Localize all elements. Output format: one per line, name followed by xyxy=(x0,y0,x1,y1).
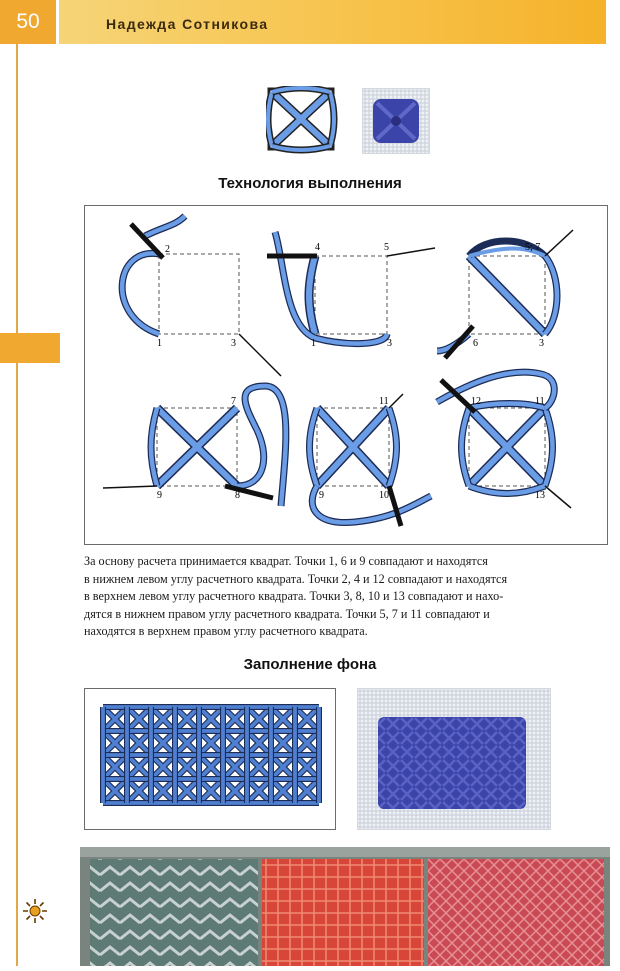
label-step4-7: 7 xyxy=(231,396,236,407)
fill-stitch xyxy=(245,777,273,805)
fill-stitch xyxy=(197,753,225,781)
stitch-diagram-sample xyxy=(266,86,338,154)
fill-stitch xyxy=(293,729,321,757)
fill-stitch xyxy=(173,729,201,757)
fill-stitch xyxy=(101,753,129,781)
fill-stitch xyxy=(125,777,153,805)
technique-description: За основу расчета принимается квадрат. Т… xyxy=(84,553,604,641)
fill-stitch xyxy=(221,777,249,805)
label-step3-57: 5; 7 xyxy=(525,242,540,253)
technique-title: Технология выполнения xyxy=(218,175,402,192)
fill-pattern-diagram xyxy=(100,704,322,806)
fill-stitch xyxy=(197,729,225,757)
fill-stitch xyxy=(293,777,321,805)
fill-stitch xyxy=(269,705,297,733)
label-step5-9: 9 xyxy=(319,490,324,501)
embroidery-photo xyxy=(80,847,610,966)
fill-stitch xyxy=(173,705,201,733)
author-name: Надежда Сотникова xyxy=(106,16,269,32)
caption-line: За основу расчета принимается квадрат. Т… xyxy=(84,554,488,568)
caption-line: находятся в верхнем правом углу расчетно… xyxy=(84,624,368,638)
fill-stitch xyxy=(221,729,249,757)
label-step5-11: 11 xyxy=(379,396,389,407)
fill-title: Заполнение фона xyxy=(243,656,377,673)
label-step2-1: 1 xyxy=(311,338,316,349)
fill-stitch xyxy=(245,753,273,781)
page-number-divider xyxy=(56,0,59,44)
label-step4-8: 8 xyxy=(235,490,240,501)
label-step5-10: 10 xyxy=(379,490,389,501)
fill-stitch xyxy=(221,705,249,733)
side-color-tab xyxy=(0,333,60,363)
fill-stitch xyxy=(173,777,201,805)
fill-stitch xyxy=(269,729,297,757)
caption-line: в нижнем левом углу расчетного квадрата.… xyxy=(84,571,508,586)
fill-stitch xyxy=(245,729,273,757)
fill-stitch xyxy=(269,777,297,805)
fill-stitch xyxy=(221,753,249,781)
fill-stitch xyxy=(125,729,153,757)
label-step6-12: 12 xyxy=(471,396,481,407)
fill-stitch xyxy=(245,705,273,733)
label-step2-4: 4 xyxy=(315,242,320,253)
fill-stitch xyxy=(101,705,129,733)
fill-stitch xyxy=(197,705,225,733)
fill-stitch xyxy=(125,753,153,781)
fill-stitch xyxy=(149,753,177,781)
page-number: 50 xyxy=(0,0,56,44)
fill-stitch xyxy=(269,753,297,781)
fill-sample-photo xyxy=(357,688,551,830)
technique-diagram: 2 1 3 4 5 1 3 5; 7 6 3 7 9 8 11 9 10 xyxy=(102,213,574,527)
technique-diagram-frame: 2 1 3 4 5 1 3 5; 7 6 3 7 9 8 11 9 10 xyxy=(84,205,608,545)
fill-stitch xyxy=(197,777,225,805)
fill-stitch xyxy=(125,705,153,733)
stitch-photo-sample xyxy=(362,88,430,154)
label-step3-6: 6 xyxy=(473,338,478,349)
label-step3-3: 3 xyxy=(539,338,544,349)
fill-stitch xyxy=(293,705,321,733)
label-step1-2: 2 xyxy=(165,244,170,255)
label-step4-9: 9 xyxy=(157,490,162,501)
caption-line: в верхнем левом углу расчетного квадрата… xyxy=(84,589,504,603)
left-margin-rule xyxy=(16,44,18,966)
fill-stitch xyxy=(293,753,321,781)
header-bar xyxy=(0,0,606,44)
fill-stitch xyxy=(173,753,201,781)
fill-stitch xyxy=(149,729,177,757)
sun-ornament-icon xyxy=(23,899,47,923)
label-step1-3: 3 xyxy=(231,338,236,349)
fill-stitch xyxy=(149,777,177,805)
label-step2-5: 5 xyxy=(384,242,389,253)
label-step2-3: 3 xyxy=(387,338,392,349)
fill-stitch xyxy=(101,729,129,757)
fill-pattern-frame xyxy=(84,688,336,830)
fill-stitch xyxy=(149,705,177,733)
label-step1-1: 1 xyxy=(157,338,162,349)
fill-stitch xyxy=(101,777,129,805)
label-step6-11: 11 xyxy=(535,396,545,407)
caption-line: дятся в нижнем правом углу расчетного кв… xyxy=(84,606,490,621)
label-step6-13: 13 xyxy=(535,490,545,501)
